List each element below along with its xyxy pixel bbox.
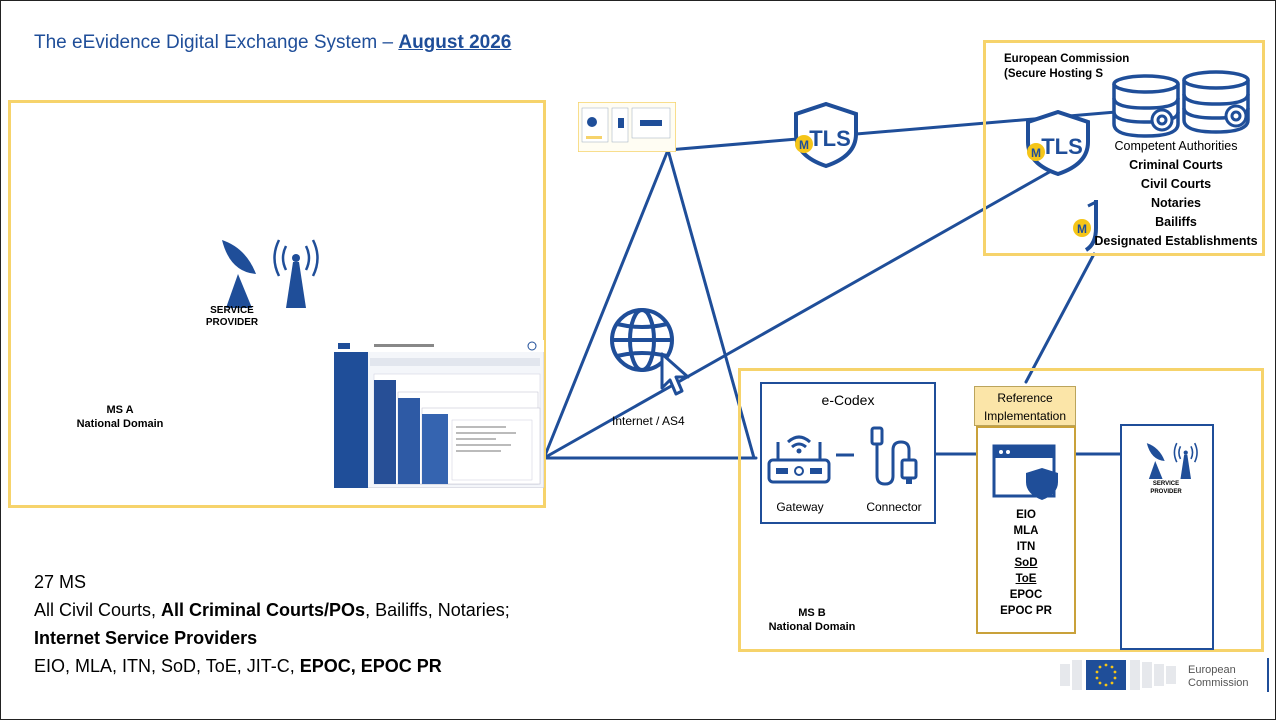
ms-a-label: MS A National Domain	[60, 403, 180, 431]
reference-line1: Reference	[997, 391, 1053, 405]
router-icon	[767, 435, 831, 484]
shield-tls-badge-letter: M	[1031, 146, 1041, 160]
ms-b-sp-line1: SERVICE	[1152, 481, 1180, 487]
ms-a-sp-line1: SERVICE	[210, 305, 254, 316]
summary-text: 27 MS All Civil Courts, All Criminal Cou…	[34, 568, 510, 680]
instruments-line: EIO, MLA, ITN, SoD, ToE, JIT-C, EPOC, EP…	[34, 652, 510, 680]
instrument-sod: SoD	[1014, 557, 1038, 569]
instruments-bold: EPOC, EPOC PR	[299, 656, 442, 676]
title-highlight: August 2026	[398, 32, 512, 53]
browser-shield-icon	[992, 444, 1058, 500]
ecodex-box	[760, 382, 936, 524]
line-msa-to-apex	[542, 148, 670, 460]
ec-label-line1: European Commission	[1004, 53, 1130, 65]
shield-partial-badge-letter: M	[1077, 222, 1087, 236]
shield-tls-icon-partial: M	[1073, 200, 1098, 252]
ms-b-service-provider-box	[1120, 424, 1214, 650]
instrument-eio: EIO	[1016, 509, 1036, 521]
authority-designated-establishments: Designated Establishments	[1094, 234, 1258, 248]
thumbnail-diagram-image	[578, 102, 676, 152]
member-states-count: 27 MS	[34, 572, 87, 592]
ms-b-label: MS B National Domain	[752, 606, 872, 634]
ms-a-service-provider-label: SERVICE PROVIDER	[182, 305, 282, 329]
courts-line: All Civil Courts, All Criminal Courts/PO…	[34, 596, 510, 624]
european-commission-label: European Commission (Secure Hosting S	[1004, 52, 1172, 82]
internet-label: Internet / AS4	[612, 414, 685, 428]
ec-label-line2: (Secure Hosting S	[1004, 68, 1104, 80]
competent-authorities-list: Competent Authorities Criminal Courts Ci…	[1088, 137, 1264, 251]
ms-a-sp-line2: PROVIDER	[205, 317, 259, 328]
line-msa-to-ec	[542, 164, 1062, 460]
courts-part2: , Bailiffs, Notaries;	[365, 600, 510, 620]
satellite-antenna-icon	[1146, 442, 1198, 479]
globe-cursor-icon	[610, 308, 690, 396]
authority-bailiffs: Bailiffs	[1155, 215, 1197, 229]
european-commission-logo	[1060, 660, 1176, 690]
instrument-epoc: EPOC	[1009, 589, 1043, 601]
title-prefix: The eEvidence Digital Exchange System –	[34, 32, 399, 53]
shield-tls-text: TLS	[809, 126, 851, 151]
authority-civil-courts: Civil Courts	[1140, 177, 1212, 191]
ecodex-title: e-Codex	[821, 392, 875, 408]
ms-a-domain-box	[8, 100, 546, 508]
legal-instruments-list: EIO MLA ITN SoD ToE EPOC EPOC PR	[976, 507, 1076, 619]
gateway-label: Gateway	[776, 500, 824, 514]
page-title: The eEvidence Digital Exchange System – …	[34, 32, 511, 54]
instrument-itn: ITN	[1016, 541, 1036, 553]
dash-separator	[836, 453, 854, 457]
ms-b-domain-box	[738, 368, 1264, 652]
competent-authorities-title: Competent Authorities	[1114, 139, 1238, 153]
connector-label: Connector	[866, 500, 922, 514]
logo-line1: European	[1188, 664, 1236, 676]
database-gear-icon	[1112, 70, 1250, 138]
ms-a-label-line2: National Domain	[76, 418, 164, 430]
satellite-antenna-icon	[222, 239, 319, 308]
european-commission-logo-text: European Commission	[1188, 664, 1249, 690]
courts-bold: All Criminal Courts/POs	[161, 600, 366, 620]
shield-tls-text: TLS	[1041, 134, 1083, 159]
instrument-toe: ToE	[1015, 573, 1037, 585]
isp-line: Internet Service Providers	[34, 628, 258, 648]
application-screenshot-image	[334, 340, 544, 488]
instrument-epoc-pr: EPOC PR	[1000, 605, 1052, 617]
european-commission-box	[983, 40, 1265, 256]
instrument-mla: MLA	[1013, 525, 1039, 537]
ms-b-service-provider-label: SERVICE PROVIDER	[1126, 480, 1206, 496]
logo-divider	[1267, 658, 1269, 692]
ms-b-sp-line2: PROVIDER	[1150, 489, 1182, 495]
reference-implementation-label: Reference Implementation	[974, 386, 1076, 426]
authority-notaries: Notaries	[1150, 196, 1202, 210]
shield-tls-badge-letter: M	[799, 138, 809, 152]
cable-connector-icon	[870, 426, 918, 486]
reference-implementation-box	[976, 426, 1076, 634]
line-ec-to-reference	[1024, 252, 1096, 384]
ms-b-label-line2: National Domain	[768, 621, 856, 633]
shield-tls-icon: TLS M	[1026, 110, 1090, 176]
courts-part1: All Civil Courts,	[34, 600, 162, 620]
ms-a-label-line1: MS A	[106, 404, 134, 416]
logo-line2: Commission	[1188, 677, 1249, 689]
instruments-plain: EIO, MLA, ITN, SoD, ToE, JIT-C,	[34, 656, 300, 676]
reference-line2: Implementation	[983, 409, 1067, 423]
authority-criminal-courts: Criminal Courts	[1129, 158, 1223, 172]
ms-b-label-line1: MS B	[798, 607, 826, 619]
shield-tls-icon: TLS M	[794, 102, 858, 168]
